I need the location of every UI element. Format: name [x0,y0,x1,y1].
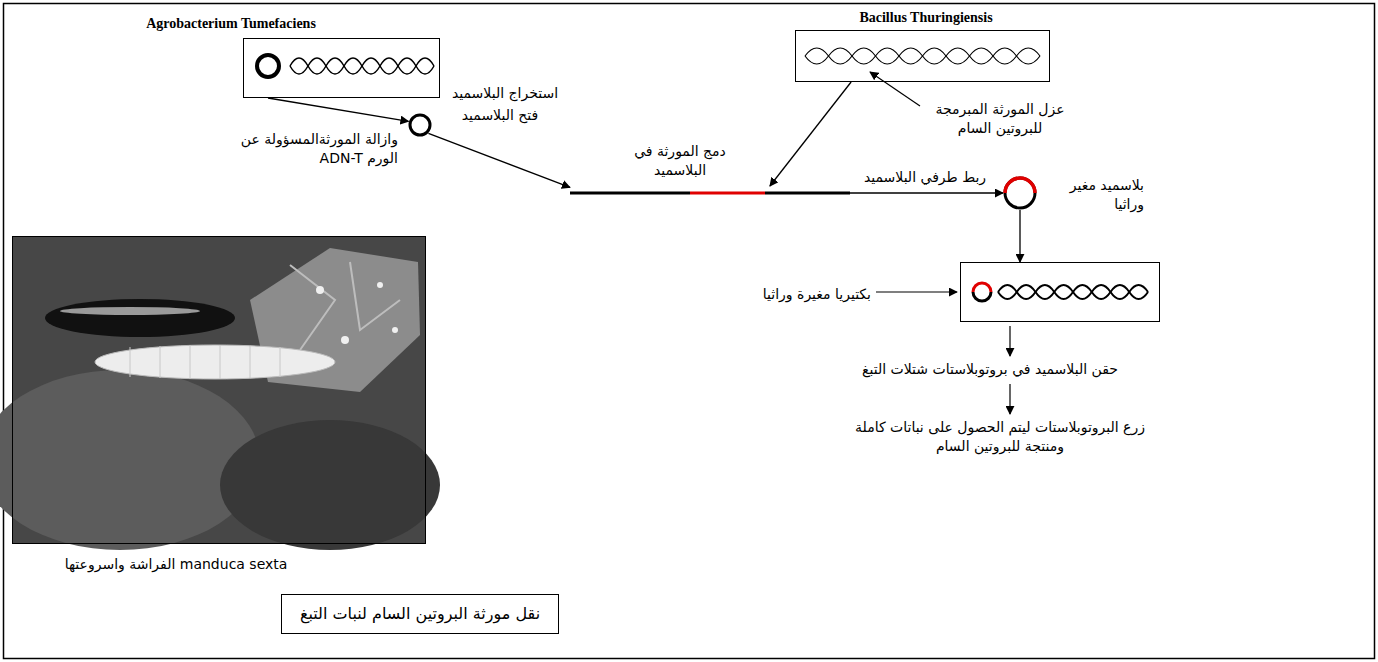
step-arrow [1009,384,1010,414]
flow-arrow [268,98,408,121]
edge-label: فتح البلاسميد [462,106,539,125]
wing-spot [341,336,349,344]
plasmid-circle: وازالة المورثةالمسؤولة عن الورم ADN-T [408,113,432,137]
chromosome-symbol [805,48,1040,64]
plasmid-symbol [257,55,279,77]
flow-arrow [1019,210,1020,262]
step-note: دمج المورثة في البلاسميد [615,142,745,180]
photo-caption: manduca sexta الفراشة واسروعتها [65,555,288,574]
moth-photo [0,237,440,550]
gene-arc [1005,178,1035,193]
step-text: حقن البلاسميد في بروتوبلاستات شتلات التب… [862,360,1118,379]
leader-arrow [876,291,957,292]
wing-pattern [290,262,400,350]
open-plasmid-outline [570,186,850,200]
pupa [45,299,235,337]
leaf-shade [220,420,440,550]
species-heading: Bacillus Thuringiensis [859,9,992,28]
caterpillar-segments [130,345,280,379]
edge-label: استخراج البلاسميد [452,84,558,103]
step-note: وازالة المورثةالمسؤولة عن الورم ADN-T [223,130,398,168]
plasmid-ring [410,115,430,135]
chromosome-symbol [290,58,434,74]
title-box: نقل مورثة البروتين السام لنبات التبغ [281,594,559,634]
bacterium-box: بكتيريا مغيرة وراثيا [960,262,1160,322]
edge-label: ربط طرفي البلاسميد [864,168,986,187]
node-text: نقل مورثة البروتين السام لنبات التبغ [300,603,540,625]
flow-arrow [428,133,570,187]
bacterium-box: Agrobacterium Tumefaciens [243,38,440,98]
gene-arc [973,283,991,292]
chromosome-symbol [998,285,1148,299]
open-plasmid: دمج المورثة في البلاسميد [570,186,850,200]
chromosome-symbol [290,58,434,74]
step-arrow [1009,326,1010,356]
page-frame [4,4,1375,659]
plasmid-label: بلاسميد مغير وراثيا [1044,176,1144,214]
pupa-highlight [60,307,200,315]
flow-arrow [770,82,851,186]
plasmid-circle-outline [408,113,432,137]
leaf-shade [0,370,260,550]
wing-spot [377,282,383,288]
chromosome-symbol [805,48,1040,64]
step-text: زرع البروتوبلاستات ليتم الحصول على نباتا… [835,418,1165,456]
chromosome-symbol [998,285,1148,299]
modified-plasmid-outline [1003,176,1037,210]
bacterium-box: Bacillus Thuringiensis [795,30,1050,82]
caterpillar [95,345,335,379]
wing-spot [316,286,324,294]
leader-arrow [870,72,920,106]
bacterium-label: بكتيريا مغيرة وراثيا [763,285,871,304]
dna-segment [690,192,765,195]
step-text: عزل المورثة المبرمجة للبروتين السام [925,100,1075,138]
plasmid-arc [973,292,991,301]
plasmid-ring [1005,178,1035,208]
flow-arrow [850,192,1003,193]
dna-segment [570,192,690,195]
species-heading: Agrobacterium Tumefaciens [146,15,316,34]
modified-plasmid: بلاسميد مغير وراثيا [1003,176,1037,210]
dna-segment [765,192,850,195]
photo-frame: manduca sexta الفراشة واسروعتها [12,236,426,544]
wing-spot [392,327,398,333]
